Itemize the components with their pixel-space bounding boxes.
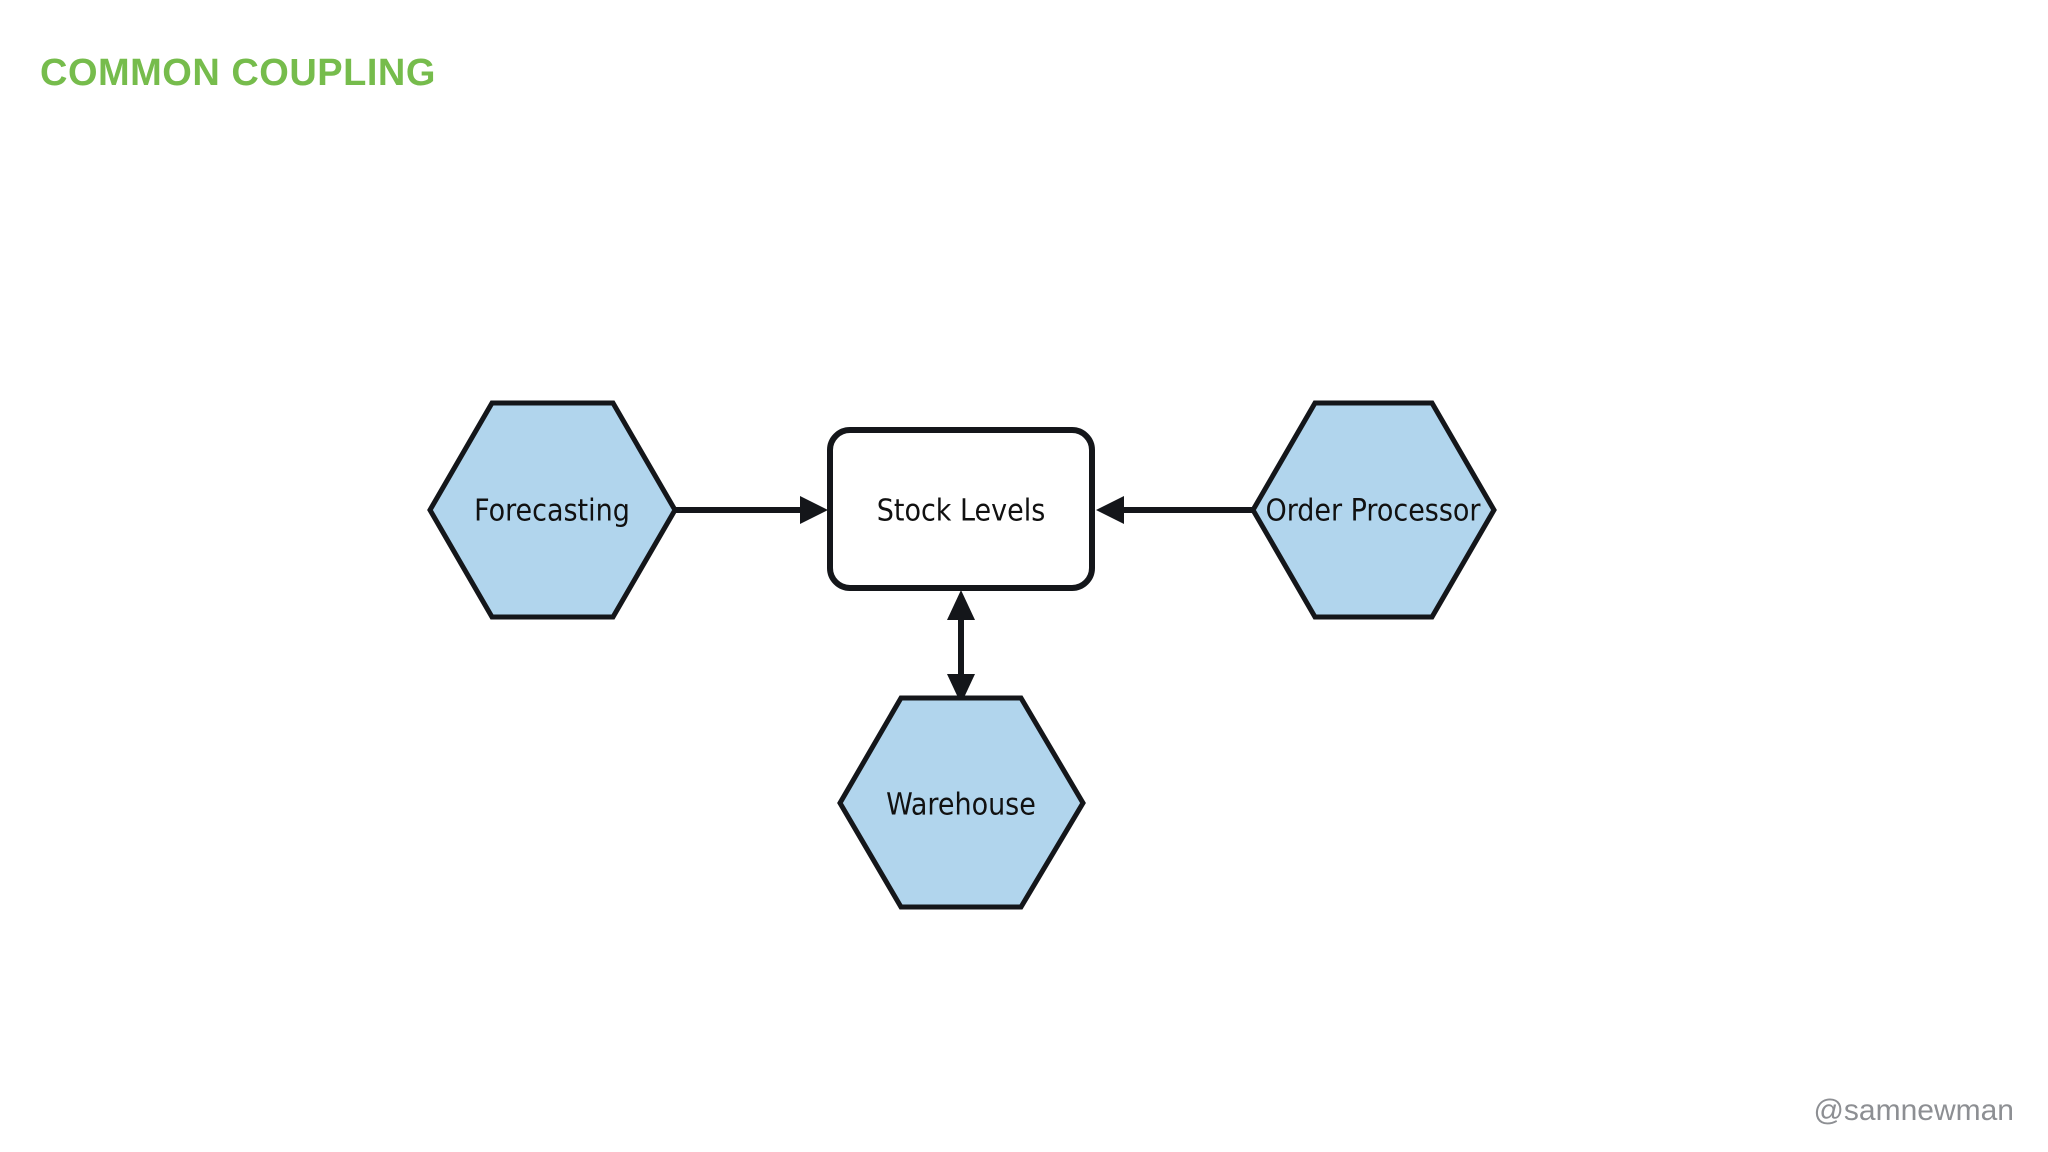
node-order-processor[interactable]: Order Processor xyxy=(1250,400,1497,620)
author-handle: @samnewman xyxy=(1813,1094,2014,1127)
arrow-head-right xyxy=(800,496,828,524)
node-forecasting-label: Forecasting xyxy=(474,494,630,529)
node-stock-levels[interactable]: Stock Levels xyxy=(827,427,1095,591)
node-warehouse[interactable]: Warehouse xyxy=(837,695,1086,910)
node-stock-levels-label: Stock Levels xyxy=(877,494,1046,529)
rounded-rect-shape xyxy=(827,427,1095,591)
edge-forecasting-to-stock-levels xyxy=(666,496,828,524)
node-forecasting[interactable]: Forecasting xyxy=(427,400,678,620)
hexagon-shape xyxy=(427,400,678,620)
arrow-head-left xyxy=(1096,496,1124,524)
arrow-head-up xyxy=(947,590,975,620)
hexagon-shape xyxy=(837,695,1086,910)
edge-stock-levels-to-warehouse xyxy=(947,590,975,704)
hexagon-shape xyxy=(1250,400,1497,620)
page-title: COMMON COUPLING xyxy=(40,52,436,94)
edge-order-processor-to-stock-levels xyxy=(1096,496,1258,524)
node-order-processor-label: Order Processor xyxy=(1265,494,1481,529)
node-warehouse-label: Warehouse xyxy=(886,788,1036,823)
arrow-head-down xyxy=(947,674,975,704)
